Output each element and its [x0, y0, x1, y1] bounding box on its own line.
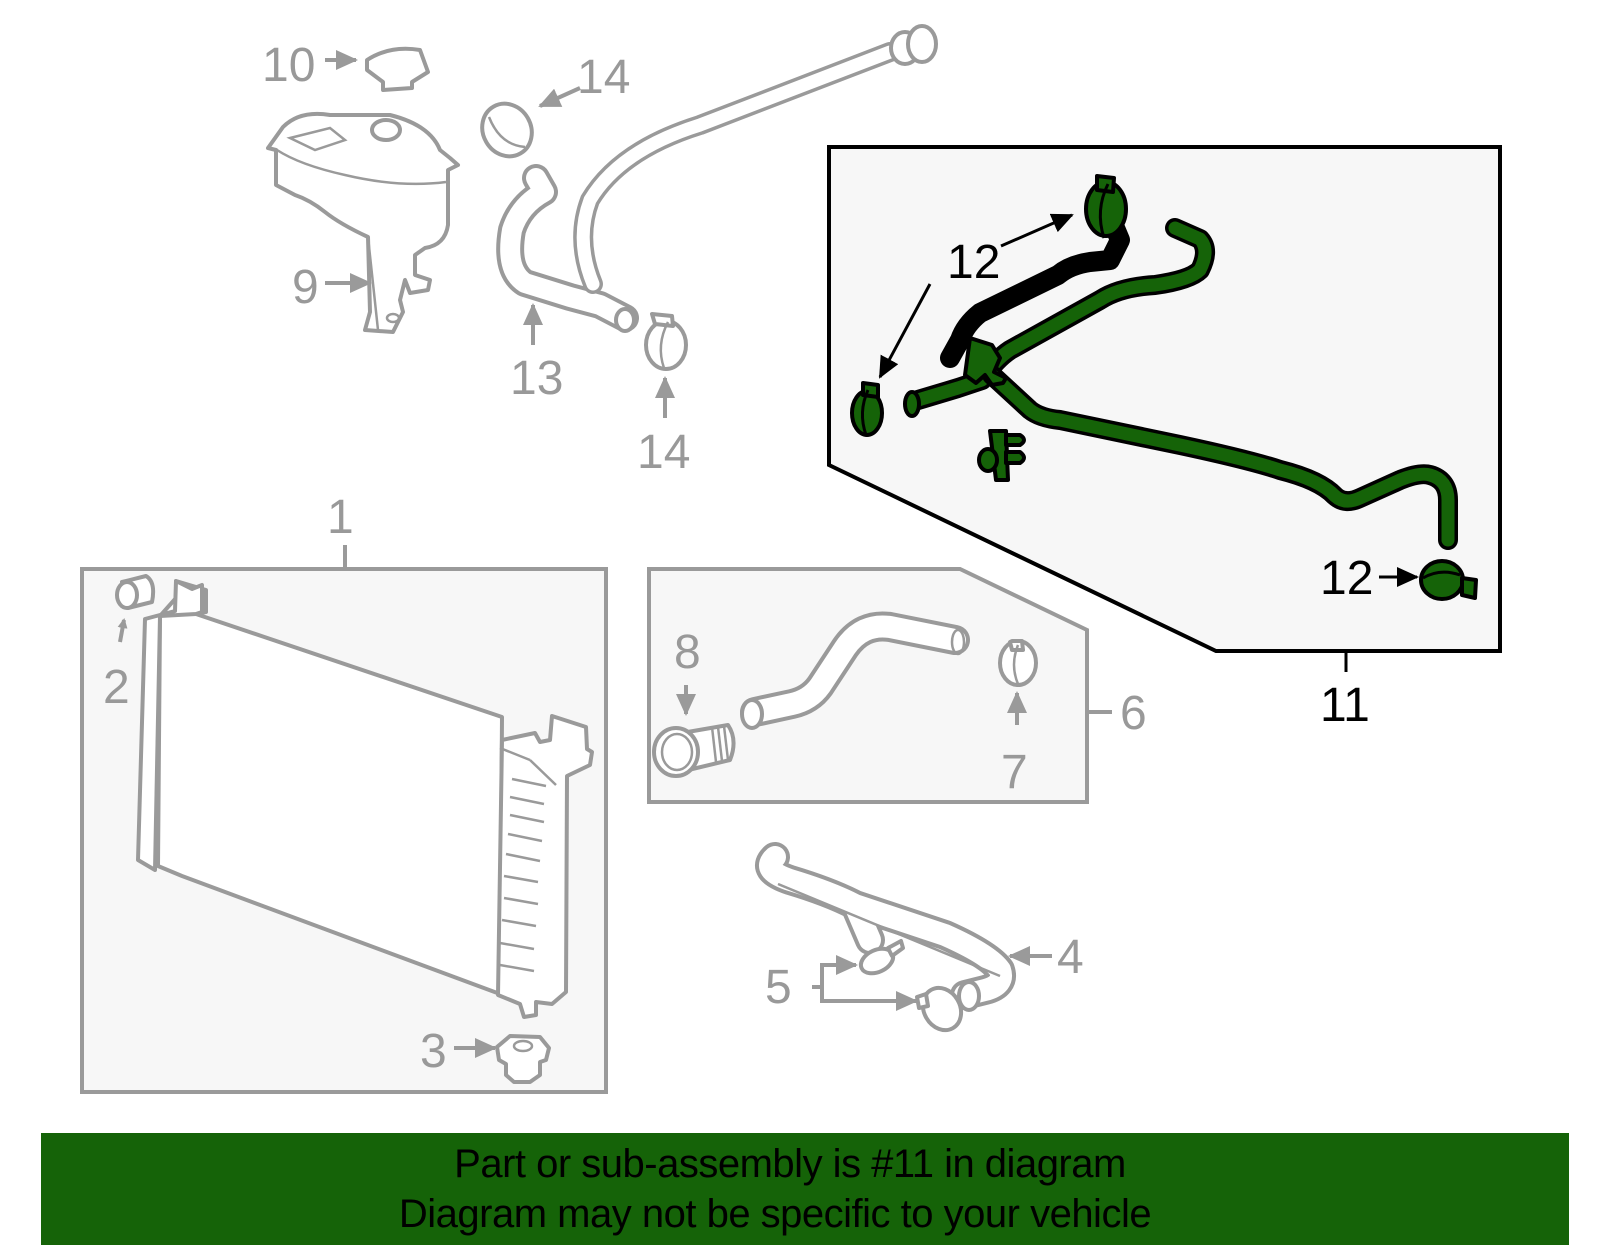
overflow-hose-icon	[496, 24, 938, 333]
reservoir-cap-icon	[365, 46, 430, 92]
callout-7[interactable]: 7	[1001, 746, 1028, 799]
radiator-group: 1	[80, 491, 608, 1094]
callout-10[interactable]: 10	[262, 39, 315, 92]
plug-icon	[115, 574, 156, 610]
overflow-hose-group: 14 14 13	[480, 24, 938, 479]
upper-hose-icon	[740, 611, 970, 730]
callout-13[interactable]: 13	[510, 352, 563, 405]
clamp-icon	[998, 639, 1038, 687]
connector-clip-icon[interactable]	[977, 429, 1026, 482]
reservoir-icon	[266, 111, 460, 334]
insulator-icon	[495, 1034, 551, 1084]
callout-4[interactable]: 4	[1057, 931, 1084, 984]
callout-2[interactable]: 2	[103, 661, 130, 714]
radiator-icon	[136, 579, 594, 1019]
lower-hose-group: 4 5	[755, 842, 1084, 1033]
connector-icon	[652, 723, 736, 778]
callout-14a[interactable]: 14	[577, 51, 630, 104]
parts-diagram: 1	[80, 24, 1502, 1094]
callout-6[interactable]: 6	[1120, 687, 1147, 740]
clamp-icon	[644, 312, 688, 371]
callout-1[interactable]: 1	[327, 491, 354, 544]
callout-11[interactable]: 11	[1320, 679, 1370, 732]
info-banner: Part or sub-assembly is #11 in diagram D…	[41, 1133, 1569, 1245]
banner-disclaimer: Diagram may not be specific to your vehi…	[398, 1192, 1152, 1236]
callout-3[interactable]: 3	[420, 1025, 447, 1078]
clamp-icon[interactable]	[1084, 174, 1128, 239]
hose-clamp-icon	[915, 985, 964, 1033]
heater-hose-icon[interactable]	[903, 213, 1458, 550]
callout-12b[interactable]: 12	[1320, 552, 1373, 605]
callout-12a[interactable]: 12	[947, 236, 1000, 289]
clamp-icon	[480, 101, 534, 159]
callout-9[interactable]: 9	[292, 261, 319, 314]
heater-hose-assembly-group[interactable]: 11	[827, 145, 1502, 732]
banner-part-notice: Part or sub-assembly is #11 in diagram	[454, 1142, 1126, 1186]
clamp-icon[interactable]	[1419, 559, 1478, 601]
clamp-icon[interactable]	[850, 381, 884, 437]
upper-hose-group-box	[647, 567, 1089, 804]
lower-hose-icon	[755, 842, 1016, 1012]
upper-hose-group: 6 8 7	[647, 567, 1147, 804]
callout-8[interactable]: 8	[674, 626, 701, 679]
callout-14b[interactable]: 14	[637, 426, 690, 479]
hose-clamp-icon	[858, 939, 905, 976]
callout-5[interactable]: 5	[765, 961, 792, 1014]
reservoir-group: 10 9	[262, 39, 460, 334]
heater-hose-assembly-box	[827, 145, 1502, 653]
